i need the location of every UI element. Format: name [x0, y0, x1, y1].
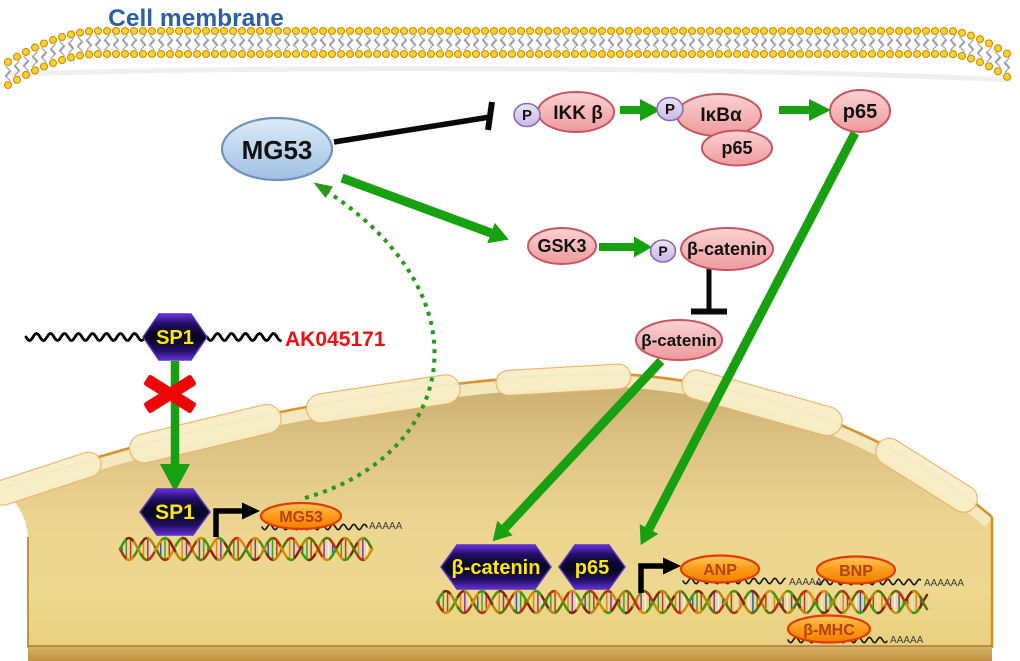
arrow-ikba-to-p65	[779, 99, 831, 121]
bmhc-label: β-MHC	[803, 622, 855, 639]
node-phospho1: P	[513, 102, 541, 128]
bmhc-polya-label: AAAAA	[890, 635, 924, 646]
dna-helix-mg53-gene	[118, 536, 374, 562]
node-bnp: BNP	[815, 555, 897, 585]
arrow-gsk3-to-bcatenin	[599, 236, 652, 258]
membrane-shadow	[9, 66, 1013, 83]
mg53-transcript-label: MG53	[279, 509, 323, 526]
node-phospho2: P	[656, 96, 684, 122]
node-phospho3: P	[649, 239, 677, 263]
node-gsk3: GSK3	[527, 227, 597, 265]
node-sp1-nuclear: SP1	[139, 488, 211, 536]
blocked-x-icon	[144, 375, 196, 413]
dna-helix-target-genes	[435, 589, 929, 615]
mg53-polya-label: AAAAA	[369, 521, 403, 532]
node-mg53-transcript: MG53	[259, 501, 343, 531]
sp1-nuclear-label: SP1	[155, 501, 195, 524]
bcatenin-free-label: β-catenin	[641, 331, 717, 350]
transcription-arrow-mg53	[213, 502, 260, 537]
p65-tf-label: p65	[575, 557, 609, 579]
node-ikkb: IKK β	[537, 91, 615, 133]
node-bcatenin-p: β-catenin	[680, 227, 774, 271]
bnp-label: BNP	[839, 563, 873, 580]
bcatenin-p-label: β-catenin	[687, 239, 767, 259]
phospho2-label: P	[665, 101, 675, 118]
anp-label: ANP	[703, 562, 737, 579]
dashed-arrow-mg53-feedback	[304, 182, 437, 500]
bnp-polya-label: AAAAAA	[924, 578, 964, 589]
inhibition-mg53-to-ikkb	[333, 101, 495, 145]
sp1-upstream-label: SP1	[156, 327, 194, 349]
arrow-sp1-repression	[160, 361, 190, 492]
nucleus-bottom-band	[28, 646, 992, 661]
p65-free-label: p65	[843, 101, 877, 123]
node-mg53: MG53	[220, 116, 334, 182]
mg53-label: MG53	[242, 135, 313, 165]
arrow-mg53-to-gsk3	[340, 173, 509, 244]
node-ikba: IκBα	[676, 93, 762, 137]
arrow-bcatenin-to-nucleus	[492, 357, 665, 542]
node-sp1-upstream: SP1	[142, 313, 208, 361]
cell-membrane-title: Cell membrane	[108, 5, 284, 32]
bcatenin-tf-label: β-catenin	[452, 557, 541, 579]
inhibition-pbcatenin-to-bcatenin	[691, 269, 727, 315]
node-p65-tf: p65	[558, 544, 626, 590]
ikkb-label: IKK β	[553, 103, 603, 124]
phospho3-label: P	[658, 243, 667, 259]
transcription-arrow-targets	[638, 557, 681, 593]
ikba-label: IκBα	[700, 105, 742, 126]
phospho1-label: P	[522, 107, 532, 124]
node-p65-complex: p65	[701, 129, 773, 167]
gsk3-label: GSK3	[537, 236, 586, 256]
arrow-ikkb-to-ikba	[620, 99, 661, 121]
node-bcatenin-free: β-catenin	[635, 319, 723, 361]
node-p65-free: p65	[829, 89, 891, 133]
node-bmhc: β-MHC	[786, 614, 872, 644]
p65-complex-label: p65	[721, 138, 752, 158]
anp-polya-label: AAAAA	[789, 577, 823, 588]
lncrna-label: AK045171	[285, 328, 386, 351]
arrow-p65-to-nucleus	[639, 130, 859, 545]
node-bcatenin-tf: β-catenin	[440, 544, 552, 590]
cell-membrane-bilayer	[3, 26, 1012, 90]
node-anp: ANP	[679, 554, 761, 584]
